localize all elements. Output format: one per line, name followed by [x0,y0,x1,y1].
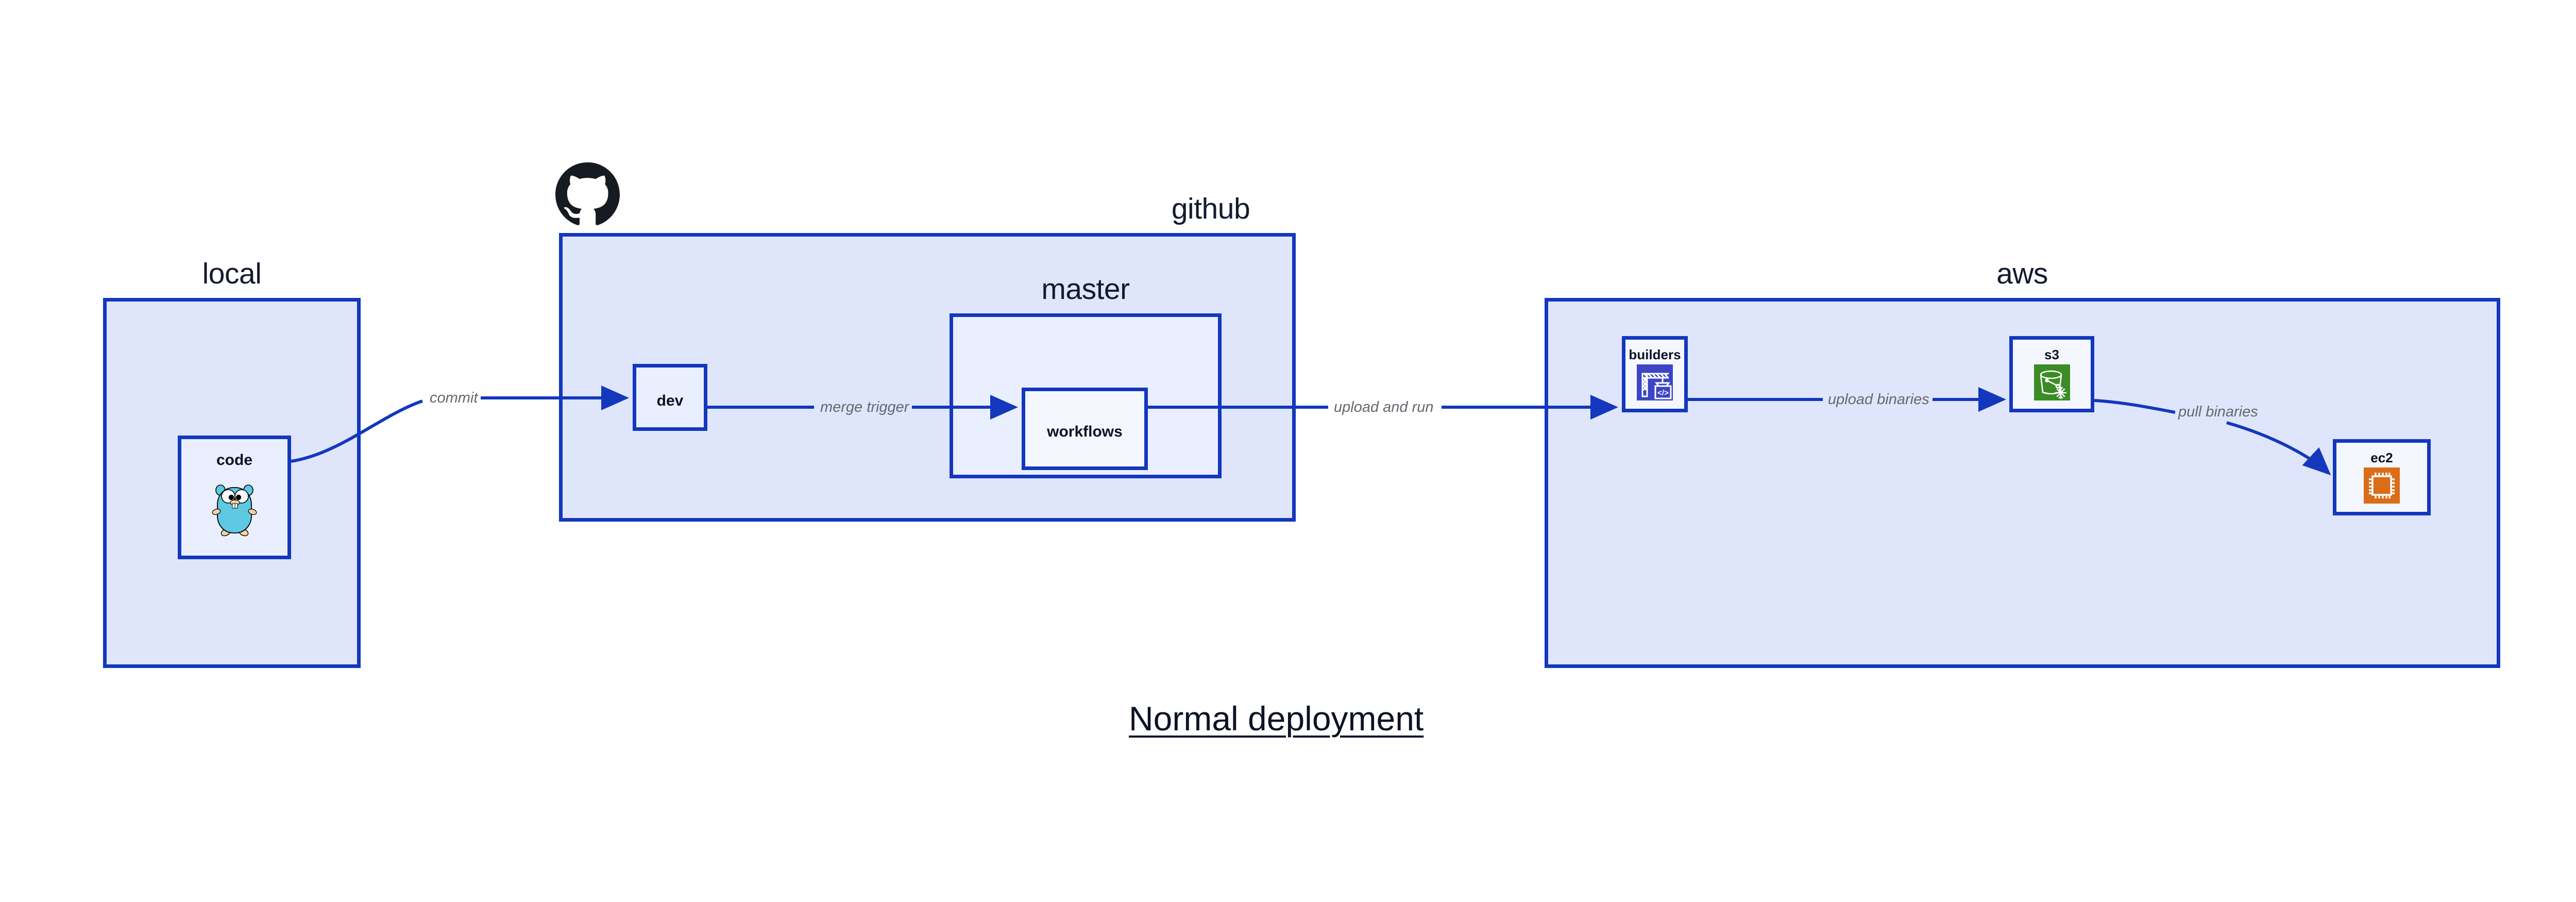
edge-label-pull-binaries: pull binaries [2175,405,2261,420]
node-dev[interactable]: dev [633,364,707,431]
github-octocat-icon [555,162,620,227]
node-dev-label: dev [656,392,684,409]
aws-builders-icon: </> [1637,364,1673,403]
node-s3-label: s3 [2044,347,2059,362]
edge-label-upload-and-run: upload and run [1331,400,1437,415]
node-ec2-label: ec2 [2370,450,2393,465]
edge-label-upload-binaries: upload binaries [1825,392,1933,407]
svg-text:</>: </> [1657,389,1669,397]
group-master-title: master [1041,273,1130,306]
aws-s3-icon [2033,364,2070,403]
node-code-label: code [216,452,253,469]
node-workflows[interactable]: workflows [1022,388,1148,470]
group-github-title: github [1171,192,1250,225]
group-aws-title: aws [1996,257,2048,290]
node-s3[interactable]: s3 [2009,336,2094,412]
aws-ec2-icon [2364,467,2400,506]
edge-label-merge-trigger: merge trigger [817,400,912,415]
node-builders-label: builders [1629,347,1681,362]
node-code[interactable]: code [178,436,291,559]
node-workflows-label: workflows [1047,423,1123,440]
page-title: Normal deployment [1129,699,1424,738]
edge-label-commit: commit [427,391,481,406]
node-ec2[interactable]: ec2 [2333,439,2431,515]
group-local-title: local [202,257,262,290]
go-gopher-icon [210,479,259,540]
node-builders[interactable]: builders </> [1622,336,1688,412]
